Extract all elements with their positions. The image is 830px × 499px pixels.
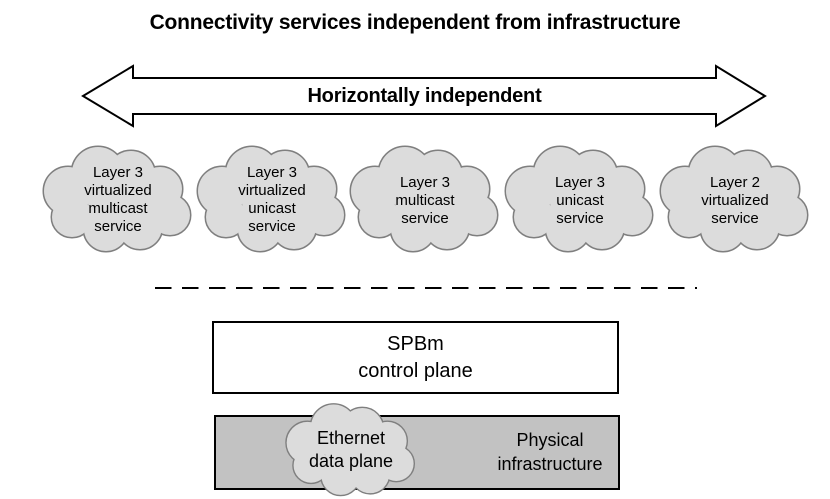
horizontal-arrow [81,64,767,128]
cloud-label-l3-multicast: Layer 3 multicast service [395,174,455,227]
spbm-control-plane-label: SPBm control plane [358,332,473,382]
ethernet-data-plane-label: Ethernet data plane [308,428,394,471]
cloud-label-l2-virtualized: Layer 2 virtualized service [701,174,769,227]
diagram-title: Connectivity services independent from i… [149,11,681,34]
cloud-label-l3-unicast: Layer 3 unicast service [554,174,606,227]
spbm-box [212,321,619,394]
horizontal-arrow-label: Horizontally independent [307,85,542,107]
cloud-label-l3-virtualized-unicast: Layer 3 virtualized unicast service [238,164,306,235]
cloud-label-l3-virtualized-multicast: Layer 3 virtualized multicast service [84,164,152,235]
physical-infrastructure-label: Physical infrastructure [497,430,603,474]
physical-infrastructure-box [214,415,620,490]
